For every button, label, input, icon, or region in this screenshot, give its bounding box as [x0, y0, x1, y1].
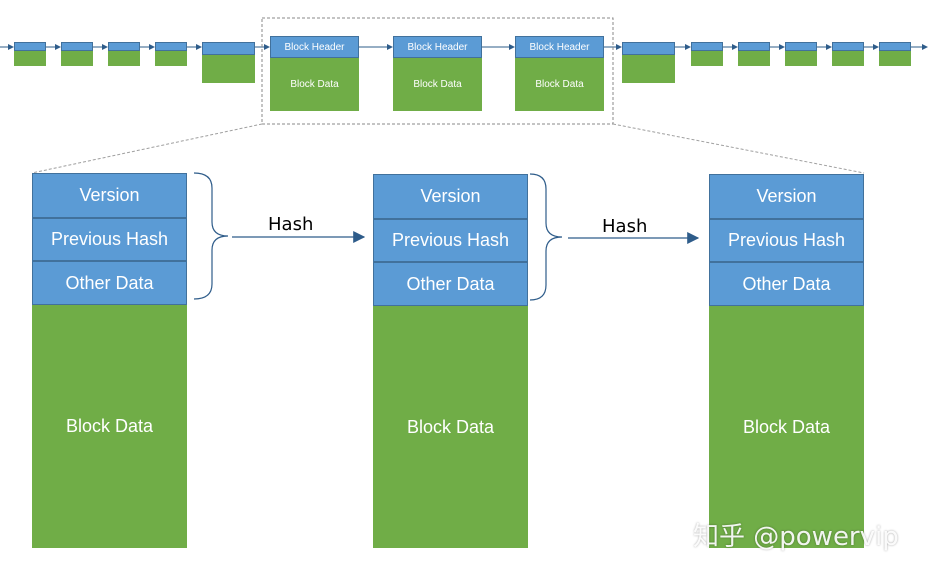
brace-1	[193, 172, 229, 300]
other-data-field: Other Data	[373, 262, 528, 306]
version-field: Version	[373, 174, 528, 219]
block-data-label: Block Data	[515, 58, 604, 111]
block-header-label: Block Header	[393, 36, 482, 58]
block-data-field: Block Data	[32, 305, 187, 548]
zoom-line-left	[31, 123, 263, 174]
chain-block-small	[785, 42, 817, 66]
chain-block-small	[108, 42, 140, 66]
chain-block-small	[879, 42, 911, 66]
version-field: Version	[32, 173, 187, 218]
other-data-field: Other Data	[32, 261, 187, 305]
chain-block-small	[14, 42, 46, 66]
chain-block-small	[832, 42, 864, 66]
detail-block-1: Version Previous Hash Other Data Block D…	[32, 173, 187, 548]
chain-block-medium	[622, 42, 675, 83]
chain-block-labeled: Block Header Block Data	[515, 36, 604, 111]
chain-block-labeled: Block Header Block Data	[270, 36, 359, 111]
chain-block-small	[61, 42, 93, 66]
block-header-label: Block Header	[515, 36, 604, 58]
previous-hash-field: Previous Hash	[373, 219, 528, 262]
block-data-field: Block Data	[709, 306, 864, 548]
zoom-line-right	[612, 123, 865, 174]
block-data-label: Block Data	[393, 58, 482, 111]
detail-block-3: Version Previous Hash Other Data Block D…	[709, 174, 864, 548]
hash-label-1: Hash	[268, 214, 314, 235]
block-data-label: Block Data	[270, 58, 359, 111]
hash-label-2: Hash	[602, 216, 648, 237]
other-data-field: Other Data	[709, 262, 864, 306]
chain-block-small	[738, 42, 770, 66]
block-data-field: Block Data	[373, 306, 528, 548]
chain-block-medium	[202, 42, 255, 83]
version-field: Version	[709, 174, 864, 219]
chain-block-small	[691, 42, 723, 66]
watermark: 知乎 @powervip	[693, 522, 899, 552]
zoom-frame	[261, 17, 614, 125]
previous-hash-field: Previous Hash	[709, 219, 864, 262]
chain-block-small	[155, 42, 187, 66]
chain-block-labeled: Block Header Block Data	[393, 36, 482, 111]
previous-hash-field: Previous Hash	[32, 218, 187, 261]
block-header-label: Block Header	[270, 36, 359, 58]
detail-block-2: Version Previous Hash Other Data Block D…	[373, 174, 528, 548]
brace-2	[529, 173, 563, 301]
